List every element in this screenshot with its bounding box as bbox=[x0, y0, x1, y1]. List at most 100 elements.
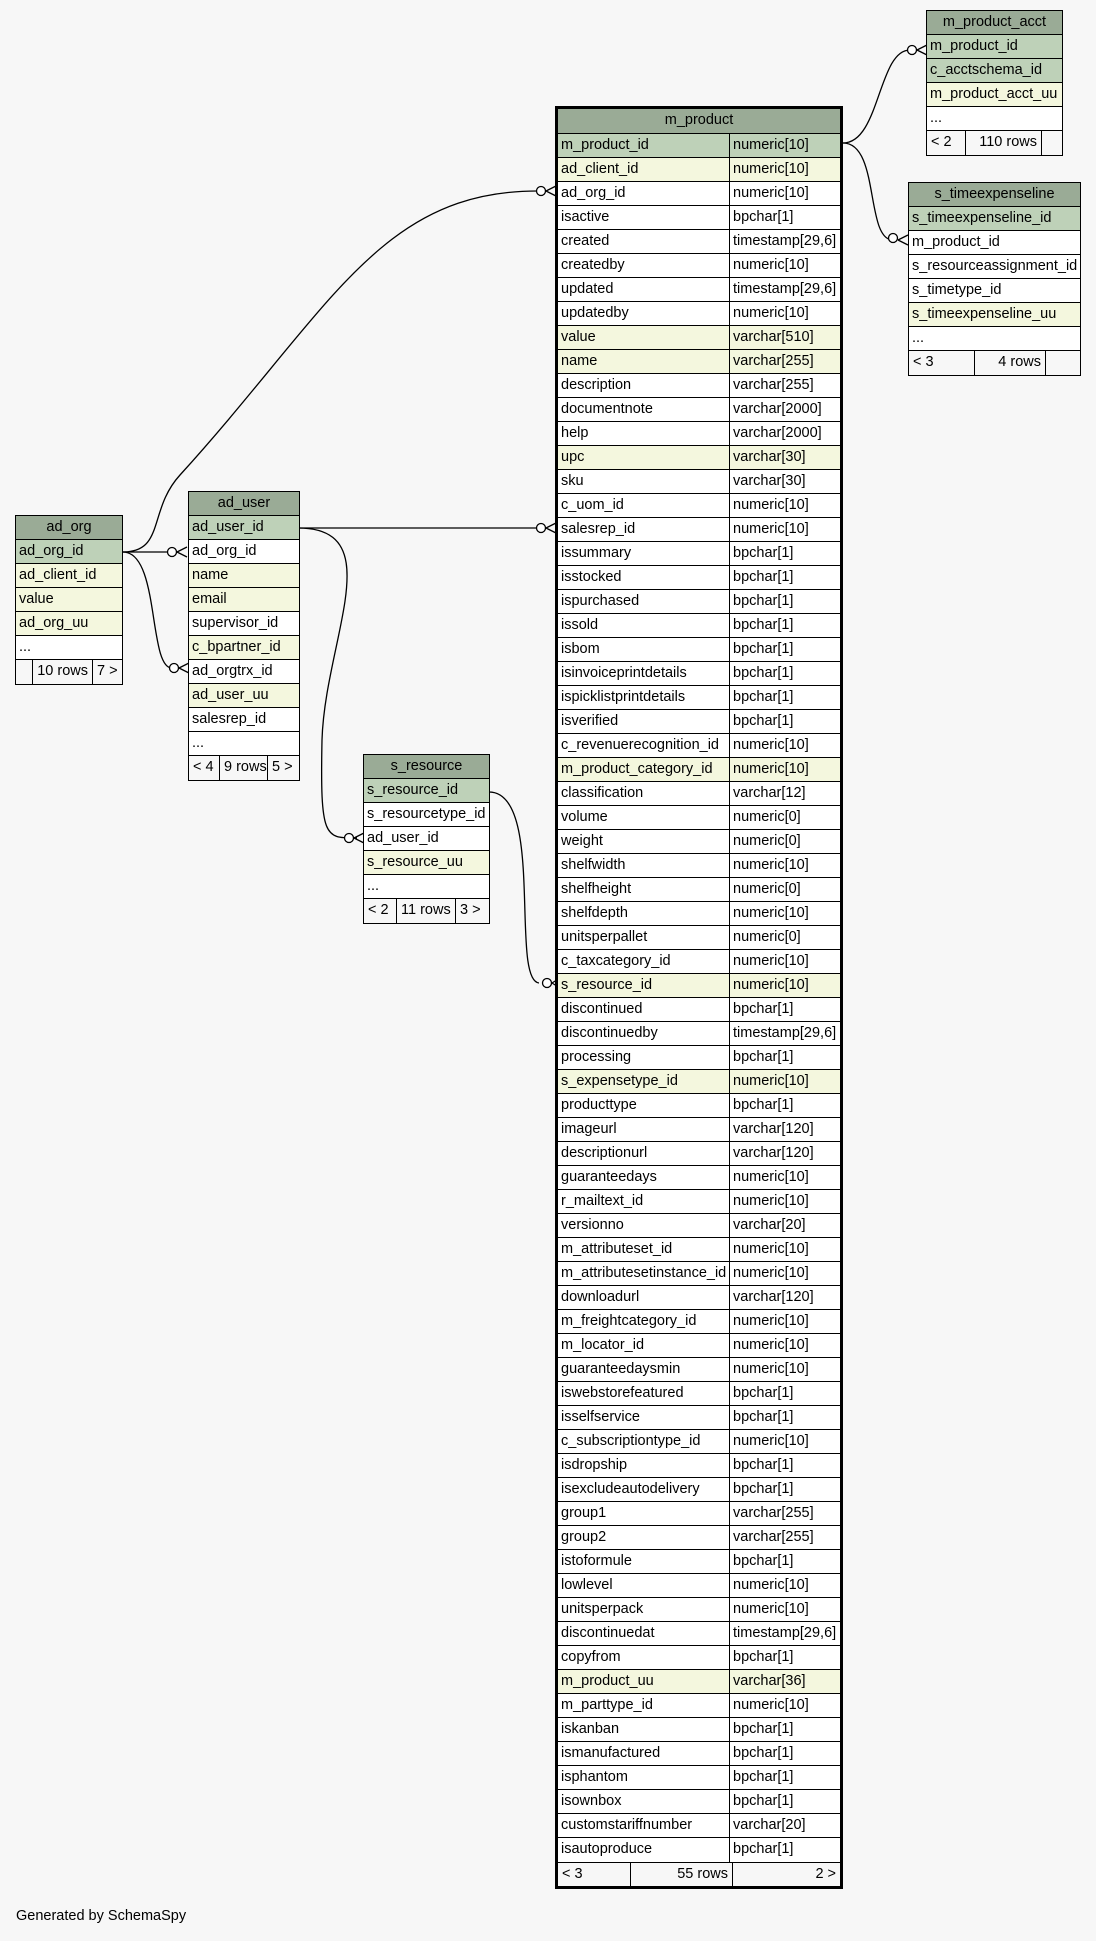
column-row[interactable]: ... bbox=[189, 732, 299, 756]
table-m-product-acct[interactable]: m_product_acct m_product_id c_acctschema… bbox=[926, 10, 1063, 156]
column-row[interactable]: salesrep_id bbox=[189, 708, 299, 732]
column-row[interactable]: name bbox=[189, 564, 299, 588]
children-link[interactable]: 7 > bbox=[92, 660, 122, 684]
column-row[interactable]: supervisor_id bbox=[189, 612, 299, 636]
table-ad-user[interactable]: ad_user ad_user_id ad_org_id name email … bbox=[188, 491, 300, 781]
column-row[interactable]: ad_user_id bbox=[364, 827, 489, 851]
column-row[interactable]: c_bpartner_id bbox=[189, 636, 299, 660]
column-row[interactable]: ad_org_id bbox=[16, 540, 122, 564]
parents-link[interactable]: < 4 bbox=[193, 759, 214, 775]
column-row[interactable]: s_resourcetype_id bbox=[364, 803, 489, 827]
column-row[interactable]: ad_org_id bbox=[189, 540, 299, 564]
table-ad-org[interactable]: ad_org ad_org_id ad_client_id value ad_o… bbox=[15, 515, 123, 685]
column-row[interactable]: s_timeexpenseline_uu bbox=[909, 303, 1080, 327]
parents-link[interactable]: < 2 bbox=[368, 902, 389, 918]
column-row[interactable]: s_timetype_id bbox=[909, 279, 1080, 303]
parents-link[interactable]: < 2 bbox=[931, 134, 952, 150]
table-s-timeexpenseline[interactable]: s_timeexpenseline s_timeexpenseline_id m… bbox=[908, 182, 1081, 376]
children-link[interactable]: 3 > bbox=[455, 899, 489, 923]
column-row[interactable]: ... bbox=[909, 327, 1080, 351]
children-link[interactable] bbox=[1045, 351, 1080, 375]
column-row[interactable]: ... bbox=[16, 636, 122, 660]
column-row[interactable]: ... bbox=[364, 875, 489, 899]
column-row[interactable]: c_acctschema_id bbox=[927, 59, 1062, 83]
column-row[interactable]: value bbox=[16, 588, 122, 612]
children-link[interactable] bbox=[1041, 131, 1062, 155]
column-row[interactable]: m_product_acct_uu bbox=[927, 83, 1062, 107]
table-s-resource[interactable]: s_resource s_resource_id s_resourcetype_… bbox=[363, 754, 490, 924]
column-row[interactable]: s_resourceassignment_id bbox=[909, 255, 1080, 279]
column-row[interactable]: ad_user_uu bbox=[189, 684, 299, 708]
column-row[interactable]: m_product_id bbox=[909, 231, 1080, 255]
column-row[interactable]: s_resource_id bbox=[364, 779, 489, 803]
parents-link[interactable] bbox=[16, 660, 32, 684]
column-row[interactable]: ad_org_uu bbox=[16, 612, 122, 636]
column-row[interactable]: m_product_id bbox=[927, 35, 1062, 59]
column-row[interactable]: email bbox=[189, 588, 299, 612]
column-row[interactable]: ad_user_id bbox=[189, 516, 299, 540]
column-row[interactable]: s_timeexpenseline_id bbox=[909, 207, 1080, 231]
parents-link[interactable]: < 3 bbox=[913, 354, 934, 370]
